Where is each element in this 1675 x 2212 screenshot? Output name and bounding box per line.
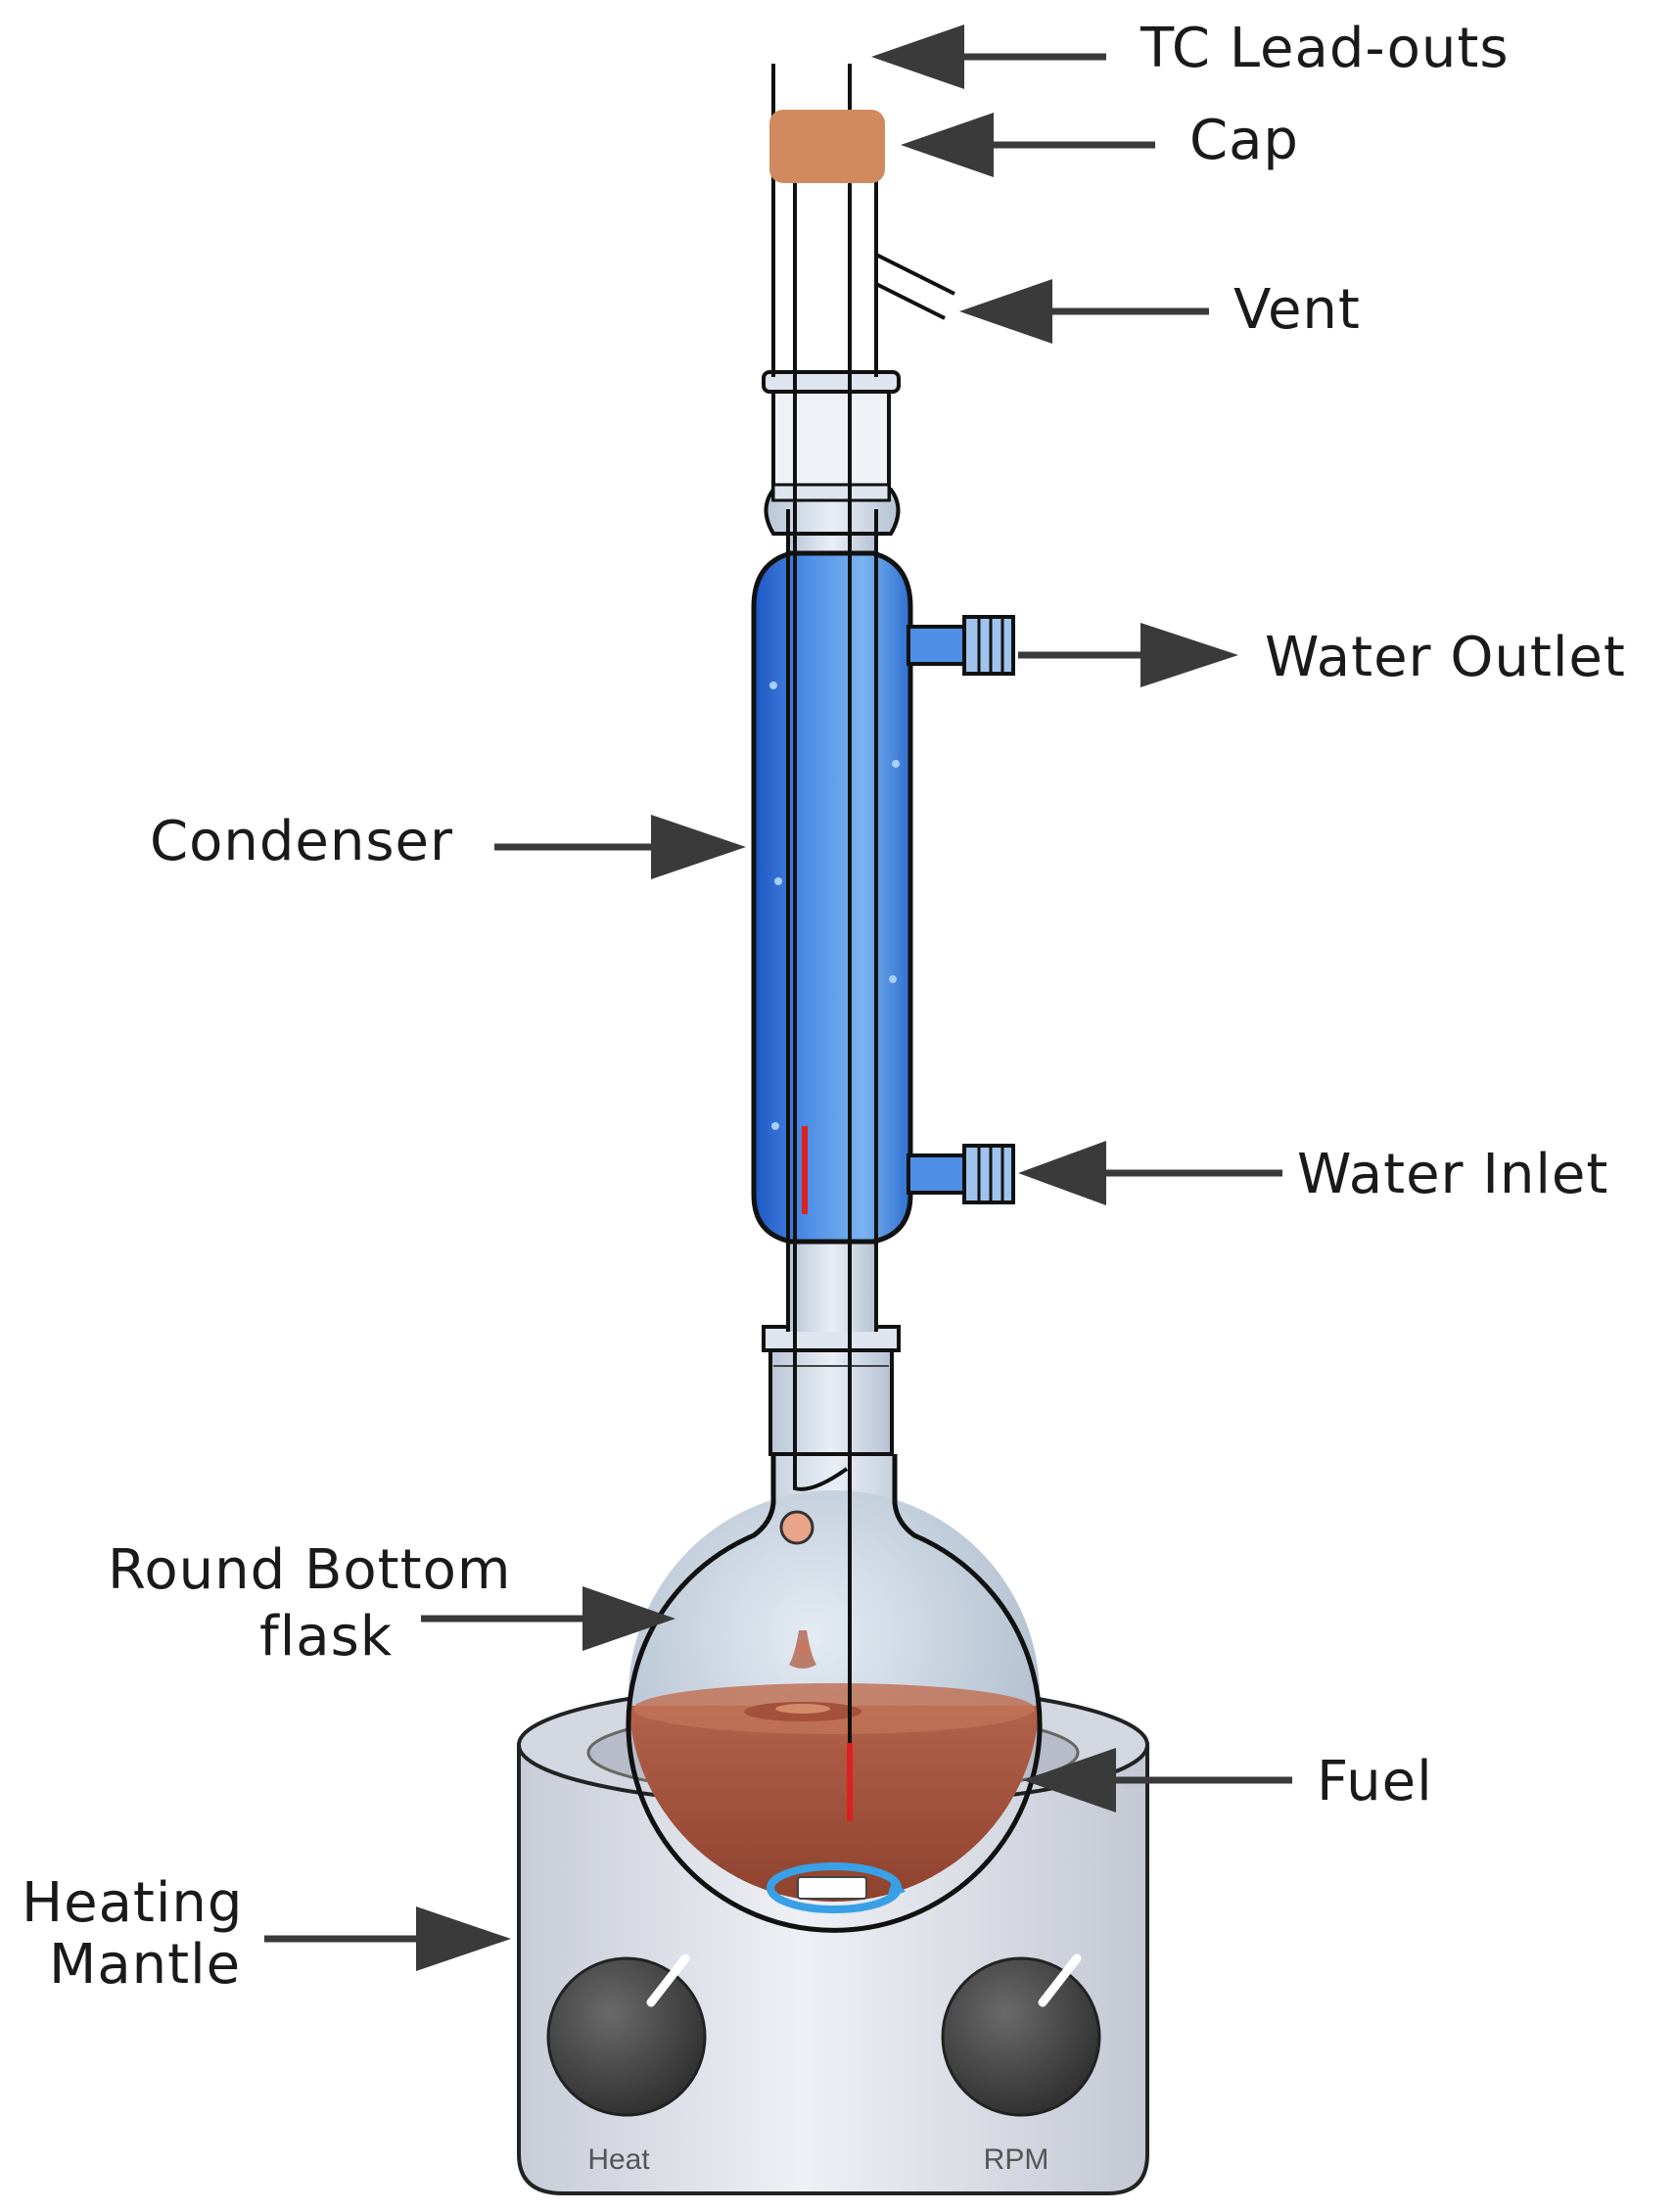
heat-knob[interactable] xyxy=(546,1953,707,2117)
heat-knob-label: Heat xyxy=(587,2143,650,2176)
cap-arrow xyxy=(901,113,1155,177)
heating-mantle-label-line2: Mantle xyxy=(49,1933,241,1997)
thermocouple xyxy=(771,64,853,1821)
round-bottom-flask-arrow xyxy=(421,1586,675,1651)
heating-mantle-label-line1: Heating xyxy=(22,1871,243,1935)
water-inlet-port xyxy=(907,1144,1015,1204)
stir-bar-icon xyxy=(767,1862,906,1913)
condenser-label: Condenser xyxy=(150,810,453,873)
tc-leadouts-arrow xyxy=(871,24,1106,89)
fuel-label: Fuel xyxy=(1317,1750,1433,1813)
condenser xyxy=(751,488,1015,1456)
water-inlet-arrow xyxy=(1018,1141,1282,1205)
vent-tube xyxy=(874,176,955,377)
condenser-arrow xyxy=(494,815,746,879)
water-outlet-label: Water Outlet xyxy=(1265,626,1626,689)
water-outlet-arrow xyxy=(1018,623,1238,687)
tc-leadouts-label: TC Lead-outs xyxy=(1140,17,1510,80)
rpm-knob-label: RPM xyxy=(984,2143,1049,2176)
vent-arrow xyxy=(959,279,1209,344)
round-bottom-label-line2: flask xyxy=(259,1605,393,1669)
rpm-knob[interactable] xyxy=(941,1953,1101,2117)
water-inlet-label: Water Inlet xyxy=(1297,1143,1608,1206)
water-outlet-port xyxy=(907,615,1015,676)
cap xyxy=(769,110,885,183)
cap-label: Cap xyxy=(1189,109,1299,172)
upper-joint xyxy=(762,370,901,502)
vent-label: Vent xyxy=(1233,278,1361,342)
round-bottom-label-line1: Round Bottom xyxy=(108,1538,511,1602)
fuel-arrow xyxy=(1023,1748,1292,1812)
heating-mantle-arrow xyxy=(264,1906,511,1971)
